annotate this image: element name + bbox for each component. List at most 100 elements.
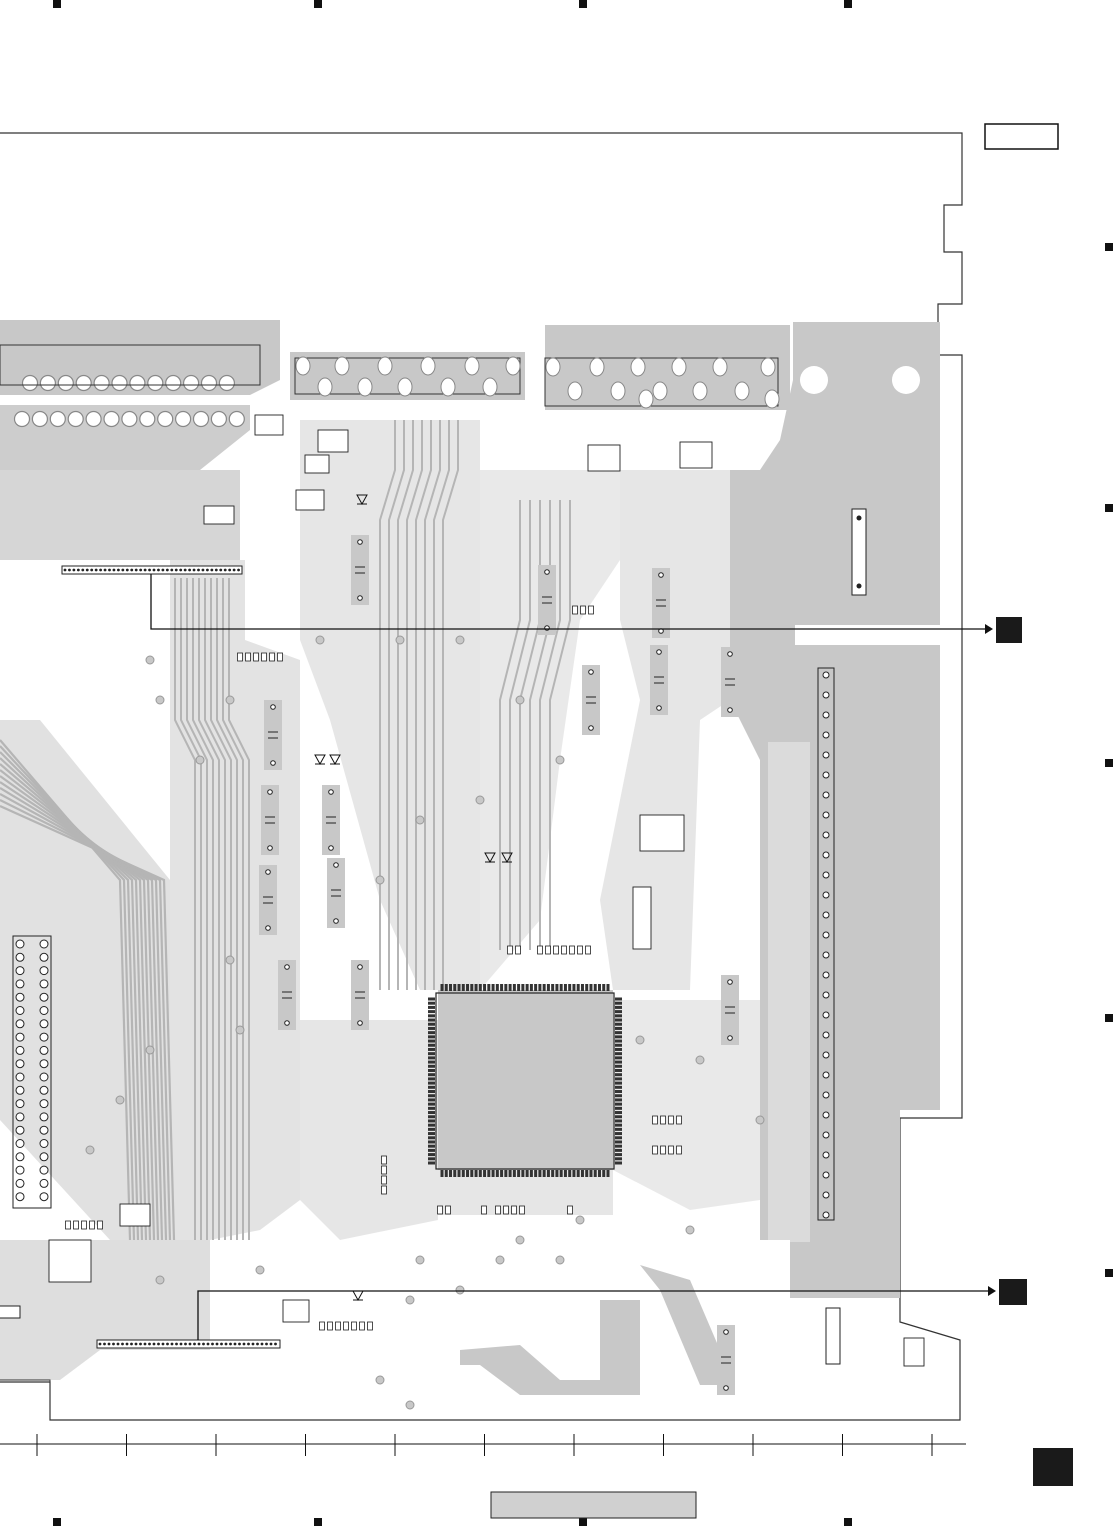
ic-pin [458,984,461,991]
header-pin [16,967,24,975]
header-pin [40,940,48,948]
ic-pin [428,1035,435,1038]
header-pin [224,569,227,572]
pad [268,790,273,795]
pad [657,650,662,655]
smd-component [328,1322,333,1330]
ic-package [283,1300,309,1322]
diode [353,1291,363,1300]
ic-pin [504,984,507,991]
header-pin [130,1343,133,1346]
ic-pin [462,984,465,991]
pad [329,790,334,795]
connector-pad [140,412,155,427]
ic-pin [615,1056,622,1059]
header-pin [40,1060,48,1068]
header-pin [16,1007,24,1015]
connector-pad [211,412,226,427]
header-pin [16,1166,24,1174]
header-pin [40,1140,48,1148]
header-pin [144,569,147,572]
ic-pin [470,1170,473,1177]
capacitor [721,975,739,1045]
header-pin [16,1086,24,1094]
smd-component [66,1221,71,1229]
ic-pin [615,1153,622,1156]
header-pin [40,1153,48,1161]
ic-pin [428,1006,435,1009]
capacitor [582,665,600,735]
connector-pad [672,358,686,376]
ic-pin [615,1157,622,1160]
smd-component [573,606,578,614]
ic-pin [483,984,486,991]
via [496,1256,504,1264]
header-pin [148,569,151,572]
ic-pin [428,1040,435,1043]
connector-pad [219,376,234,391]
smd-component [568,1206,573,1214]
header-pin [823,1132,829,1138]
ic-pin [526,984,529,991]
connector-pad [112,376,127,391]
smd-component [562,946,567,954]
ic-pin [581,984,584,991]
connector-pad [358,378,372,396]
pad [589,670,594,675]
ic-pin [615,1010,622,1013]
ic-pin [475,1170,478,1177]
smd-component [368,1322,373,1330]
header-pin [166,569,169,572]
header-pin [153,569,156,572]
header-pin [16,1153,24,1161]
header-pin [211,1343,214,1346]
header-pin [823,872,829,878]
ic-pin [428,1140,435,1143]
header-pin [64,569,67,572]
smd-component [482,1206,487,1214]
registration-mark [314,1518,322,1526]
header-pin [823,672,829,678]
header-pin [40,1033,48,1041]
ic-pin [602,984,605,991]
ic-pin [428,1002,435,1005]
registration-mark [1105,243,1113,251]
ic-pin [509,1170,512,1177]
via [116,1096,124,1104]
header-pin [188,569,191,572]
header-pin [823,1212,829,1218]
header-pin [157,569,160,572]
ic-pin [615,1149,622,1152]
header-pin [126,1343,129,1346]
header-pin [40,1046,48,1054]
ic-pin [428,1010,435,1013]
capacitor [259,865,277,935]
ic-pin [492,1170,495,1177]
via [236,1026,244,1034]
ic-pin [607,984,610,991]
capacitor [322,785,340,855]
header-pin [40,1166,48,1174]
ic-pin [555,984,558,991]
smd-component [382,1156,387,1164]
pad [285,1021,290,1026]
header-pin [823,772,829,778]
ic-pin [428,1031,435,1034]
smd-component [98,1221,103,1229]
connector-pad [130,376,145,391]
ic-pin [615,1077,622,1080]
label-box [985,124,1058,149]
header-pin [225,1343,228,1346]
ic-pin [428,1014,435,1017]
copper-gap [795,625,940,645]
ic-pin [428,1061,435,1064]
header-pin [157,1343,160,1346]
header-pin [40,1007,48,1015]
pad [334,863,339,868]
connector-pad [590,358,604,376]
header-pin [16,940,24,948]
ic-pin [509,984,512,991]
via [556,756,564,764]
via [456,636,464,644]
header-pin [823,1052,829,1058]
